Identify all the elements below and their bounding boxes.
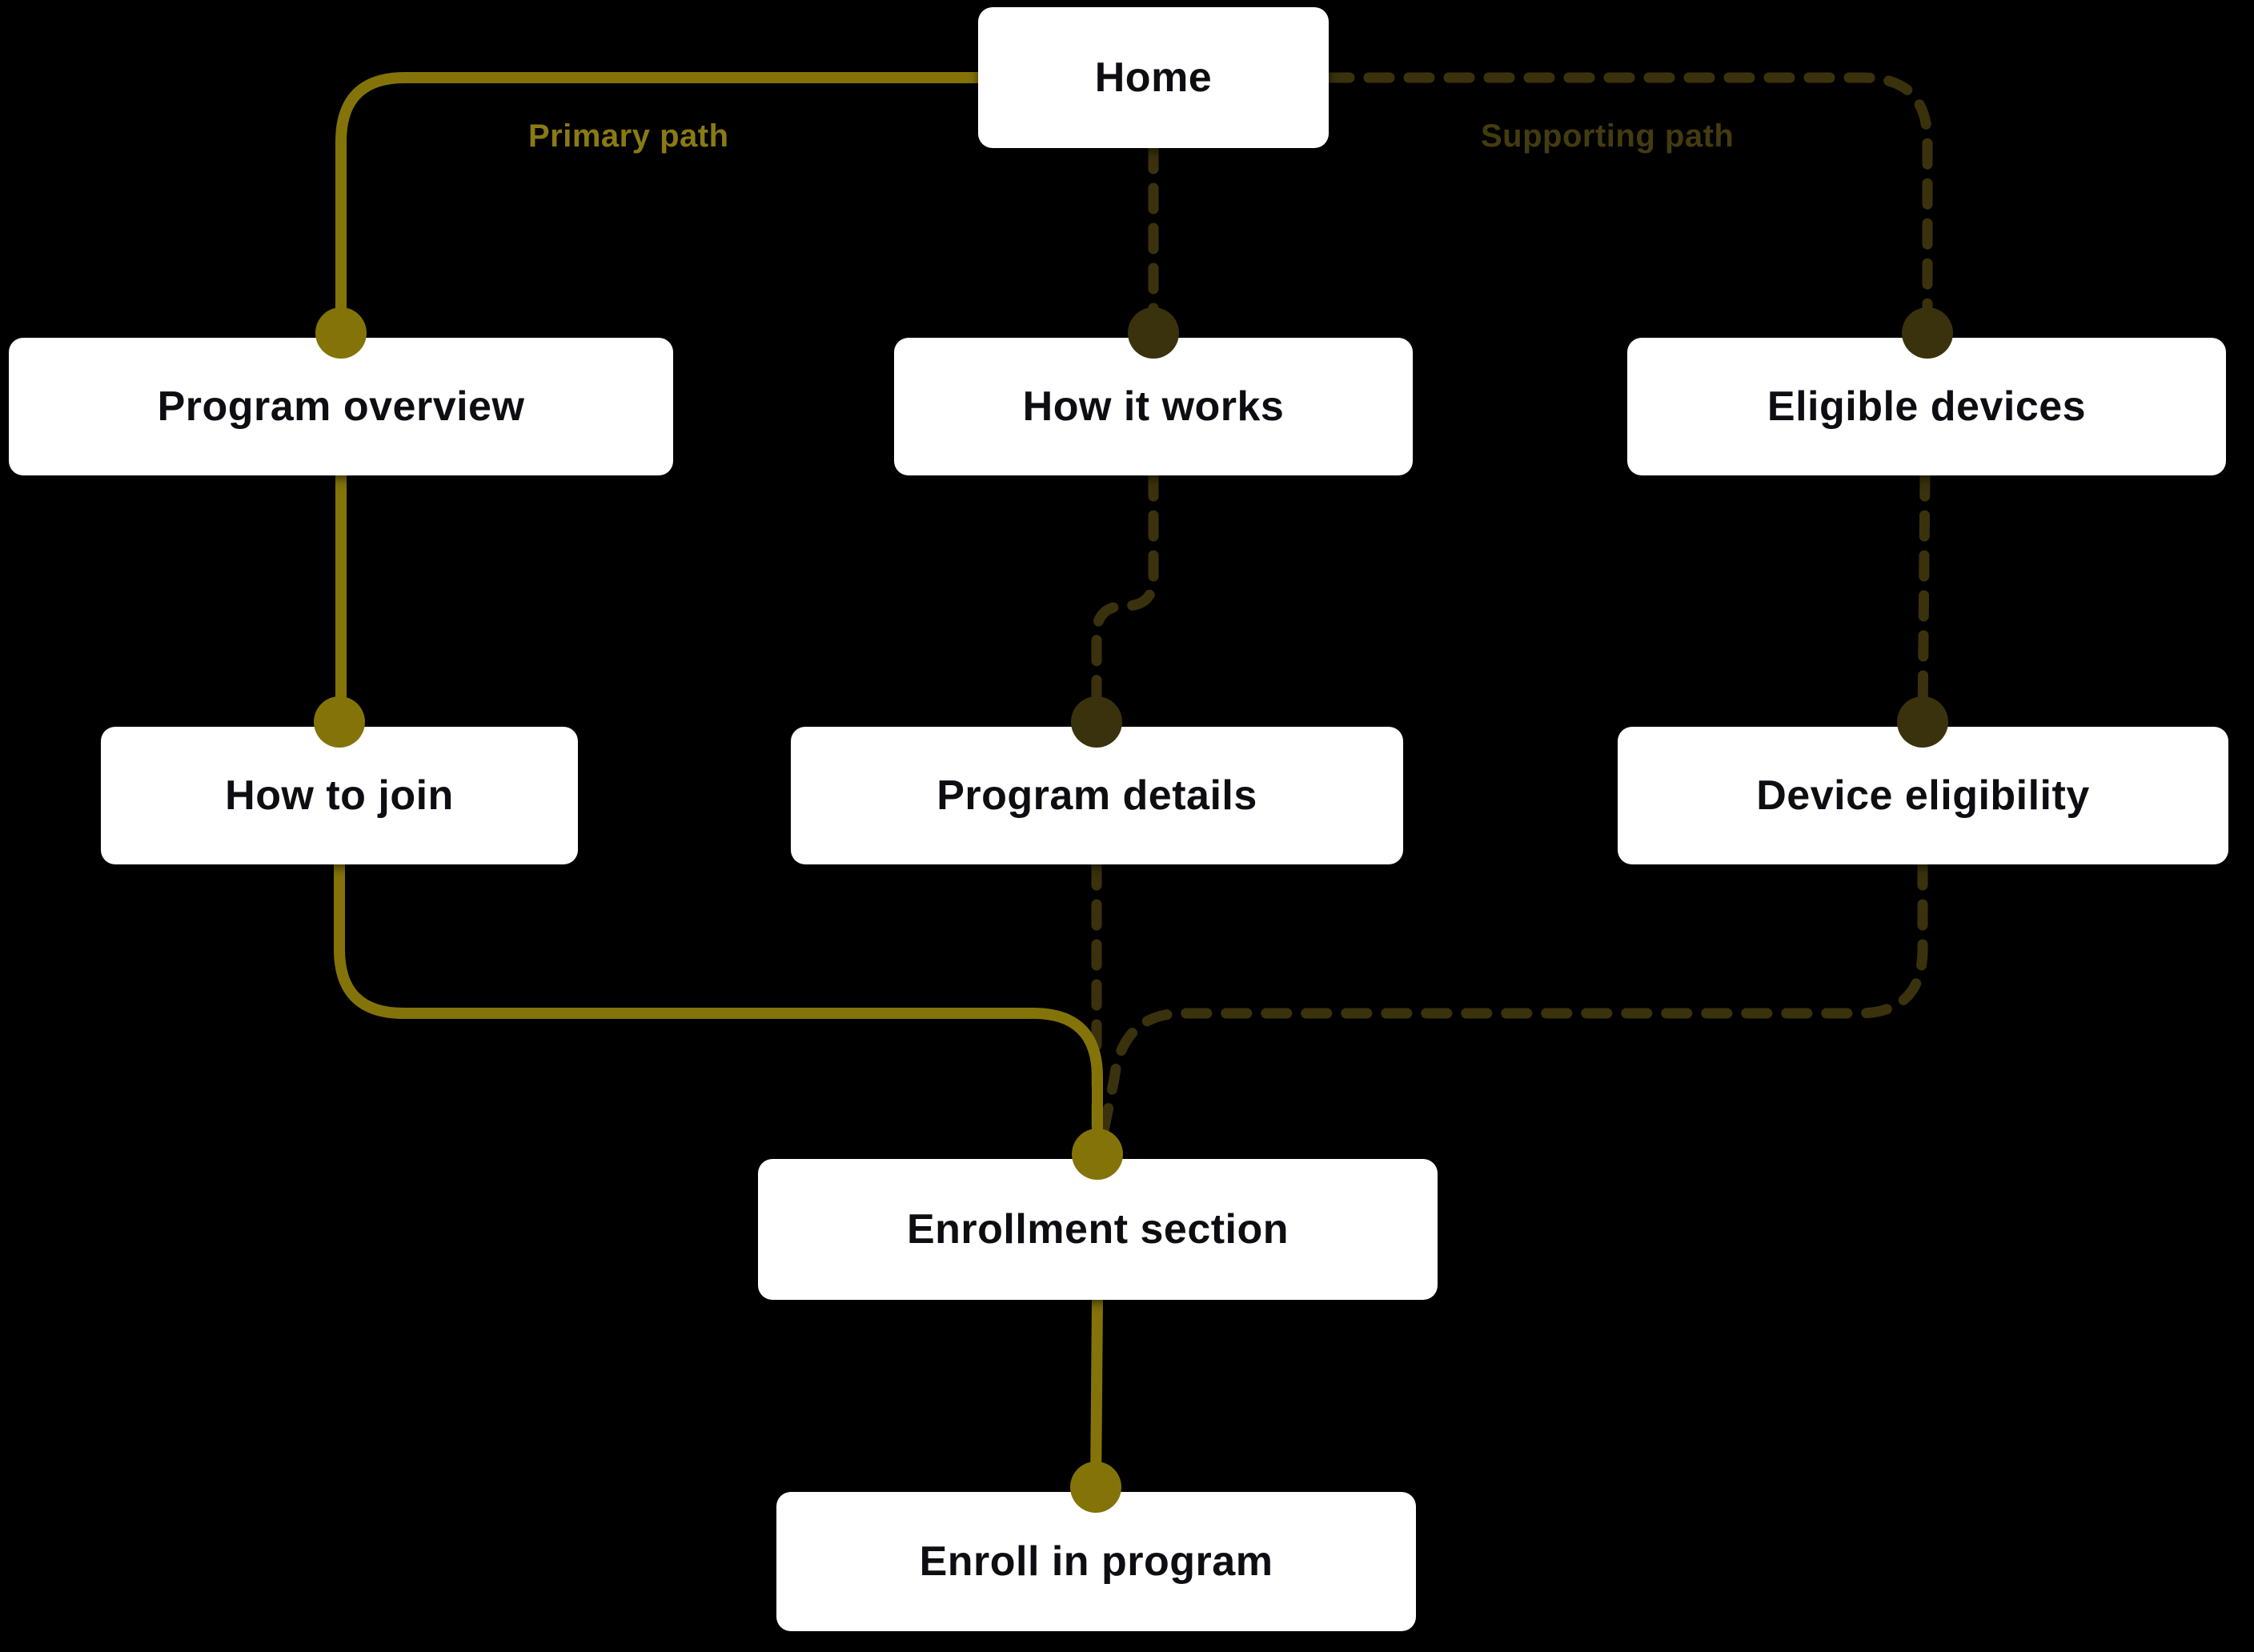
node-how-to-join: How to join (101, 727, 578, 864)
node-eligible-devices: Eligible devices (1627, 338, 2226, 475)
edge-device-eligibility-to-enrollment-section (1094, 859, 1928, 1157)
node-device-eligibility: Device eligibility (1618, 727, 2228, 864)
node-program-details: Program details (791, 727, 1403, 864)
edge-home-to-program-overview (335, 72, 984, 339)
supporting-path-label: Supporting path (1481, 118, 1735, 154)
node-program-overview: Program overview (9, 338, 673, 475)
node-enroll-in-program: Enroll in program (776, 1492, 1416, 1631)
edge-how-to-join-to-enrollment-section (334, 859, 1103, 1160)
node-enrollment-section: Enrollment section (758, 1159, 1438, 1300)
node-how-it-works: How it works (894, 338, 1413, 475)
edge-home-to-eligible-devices (1323, 72, 1933, 339)
edge-eligible-devices-to-device-eligibility (1917, 470, 1931, 728)
edge-enrollment-section-to-enroll-in-program (1090, 1294, 1103, 1493)
edge-how-it-works-to-program-details (1091, 470, 1159, 728)
node-home: Home (978, 7, 1329, 148)
primary-path-label: Primary path (528, 118, 729, 154)
